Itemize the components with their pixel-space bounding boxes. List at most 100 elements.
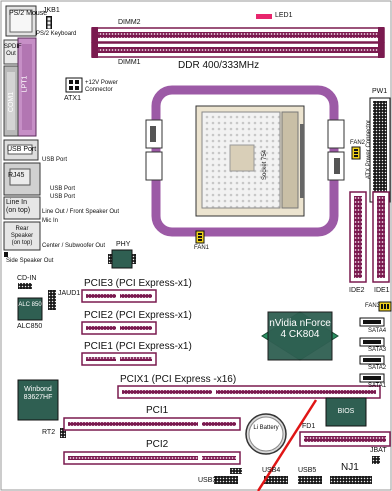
label-atx1: ATX1 <box>64 95 81 102</box>
dimm2-slot <box>91 27 385 43</box>
fan3-header <box>378 301 392 312</box>
label-ddr: DDR 400/333MHz <box>178 60 260 71</box>
label-spdif-out: SPDIF Out <box>4 44 22 57</box>
label-rear-speaker: Rear Speaker (on top) <box>10 226 34 246</box>
label-usb5: USB5 <box>298 467 317 474</box>
label-sata4: SATA4 <box>368 328 387 334</box>
label-sata1: SATA1 <box>368 383 387 389</box>
label-socket754: Socket 754 <box>262 149 268 180</box>
label-cd-in: CD-IN <box>17 275 37 282</box>
pcie3-slot <box>81 289 157 303</box>
label-com1: COM1 <box>8 91 16 113</box>
label-jkb1: JKB1 <box>43 7 60 14</box>
label-atx-power-connector: ATX Power Connector <box>366 119 373 180</box>
label-winbond: Winbond 83627HF <box>23 386 53 401</box>
label-pcie3: PCIE3 (PCI Express-x1) <box>84 278 192 289</box>
ps2-port <box>5 5 37 37</box>
rj45-port <box>3 162 41 196</box>
side-speaker-pin <box>4 252 8 257</box>
label-fd1: FD1 <box>302 423 316 430</box>
label-lpt1: LPT1 <box>21 75 29 93</box>
label-usb-port-3: USB Port <box>50 194 76 200</box>
label-line-in: Line In (on top) <box>6 199 31 214</box>
label-sata2: SATA2 <box>368 365 387 371</box>
label-jaud1: JAUD1 <box>58 290 81 297</box>
label-fan3: FAN3 <box>365 303 381 309</box>
label-ide2: IDE2 <box>349 287 365 294</box>
label-nvidia-chip: nVidia nForce 4 CK804 <box>269 318 331 340</box>
small-header <box>230 468 242 474</box>
cd-in-header <box>18 283 32 289</box>
label-line-out: Line Out / Front Speaker Out <box>42 209 120 215</box>
pci1-slot <box>63 417 241 431</box>
nj1-header <box>330 476 372 484</box>
label-usb-port-2: USB Port <box>50 186 76 192</box>
label-ide1: IDE1 <box>374 287 390 294</box>
label-fan1: FAN1 <box>194 245 210 251</box>
label-bios: BIOS <box>337 408 355 415</box>
usb4-header <box>264 476 288 484</box>
bios-chip <box>325 397 367 427</box>
label-usb4: USB4 <box>262 467 281 474</box>
winbond-chip <box>17 379 59 421</box>
label-led1: LED1 <box>275 12 293 19</box>
label-pci1: PCI1 <box>146 405 169 416</box>
label-usb-port-block: USB Port <box>7 146 37 153</box>
pci2-slot <box>63 451 241 465</box>
label-dimm1: DIMM1 <box>118 59 141 66</box>
ide2-connector <box>349 191 367 283</box>
label-atx1-desc: +12V Power Connector <box>85 80 118 93</box>
sata-connectors <box>359 317 385 383</box>
label-usb3: USB3 <box>198 477 217 484</box>
label-pw1: PW1 <box>372 88 388 95</box>
audio-jack-rear <box>3 221 41 251</box>
ide1-connector <box>372 191 390 283</box>
pw1-connector <box>369 97 391 203</box>
label-ps2-keyboard: PS/2 Keyboard <box>36 31 77 37</box>
label-rt2: RT2 <box>42 429 56 436</box>
usb5-header <box>298 476 322 484</box>
label-ps2-mouse: PS/2 Mouse <box>9 10 48 17</box>
phy-chip <box>108 249 136 269</box>
jkb1-jumper <box>46 16 52 29</box>
fan1-header <box>195 230 205 244</box>
battery <box>245 413 287 455</box>
label-rj45: RJ45 <box>8 172 25 179</box>
pcie1-slot <box>81 352 157 366</box>
rt2-header <box>60 428 66 438</box>
label-fan2: FAN2 <box>350 140 366 146</box>
label-mic-in: Mic In <box>42 218 59 224</box>
fan2-header <box>351 146 361 160</box>
com1-port <box>3 65 19 137</box>
usb3-header <box>214 476 238 484</box>
fd1-connector <box>299 431 391 447</box>
label-alc-chip: ALC 850 <box>18 302 42 308</box>
label-pcie2: PCIE2 (PCI Express-x1) <box>84 310 192 321</box>
jbat-jumper <box>372 456 380 464</box>
led1-indicator <box>256 14 272 19</box>
dimm1-slot <box>91 42 385 58</box>
nvidia-chipset <box>261 311 339 361</box>
audio-jack-line <box>3 196 41 220</box>
label-usb-port-1: USB Port <box>42 157 68 163</box>
pcix1-slot <box>117 385 381 399</box>
label-pcix1: PCIX1 (PCI Express -x16) <box>120 374 237 385</box>
label-center-sub: Center / Subwoofer Out <box>42 243 106 249</box>
label-dimm2: DIMM2 <box>118 19 141 26</box>
label-nj1: NJ1 <box>341 462 359 473</box>
label-battery: Li Battery <box>253 425 279 431</box>
pcie2-slot <box>81 321 157 335</box>
label-pci2: PCI2 <box>146 439 169 450</box>
label-alc850: ALC850 <box>17 323 43 330</box>
label-phy: PHY <box>116 241 131 248</box>
alc850-chip <box>17 297 43 321</box>
jaud1-header <box>48 290 56 310</box>
label-sata3: SATA3 <box>368 347 387 353</box>
socket-754 <box>195 105 305 217</box>
pointer-line <box>256 399 318 491</box>
label-pcie1: PCIE1 (PCI Express-x1) <box>84 341 192 352</box>
atx1-connector <box>65 77 83 93</box>
label-jbat: JBAT <box>370 447 387 454</box>
